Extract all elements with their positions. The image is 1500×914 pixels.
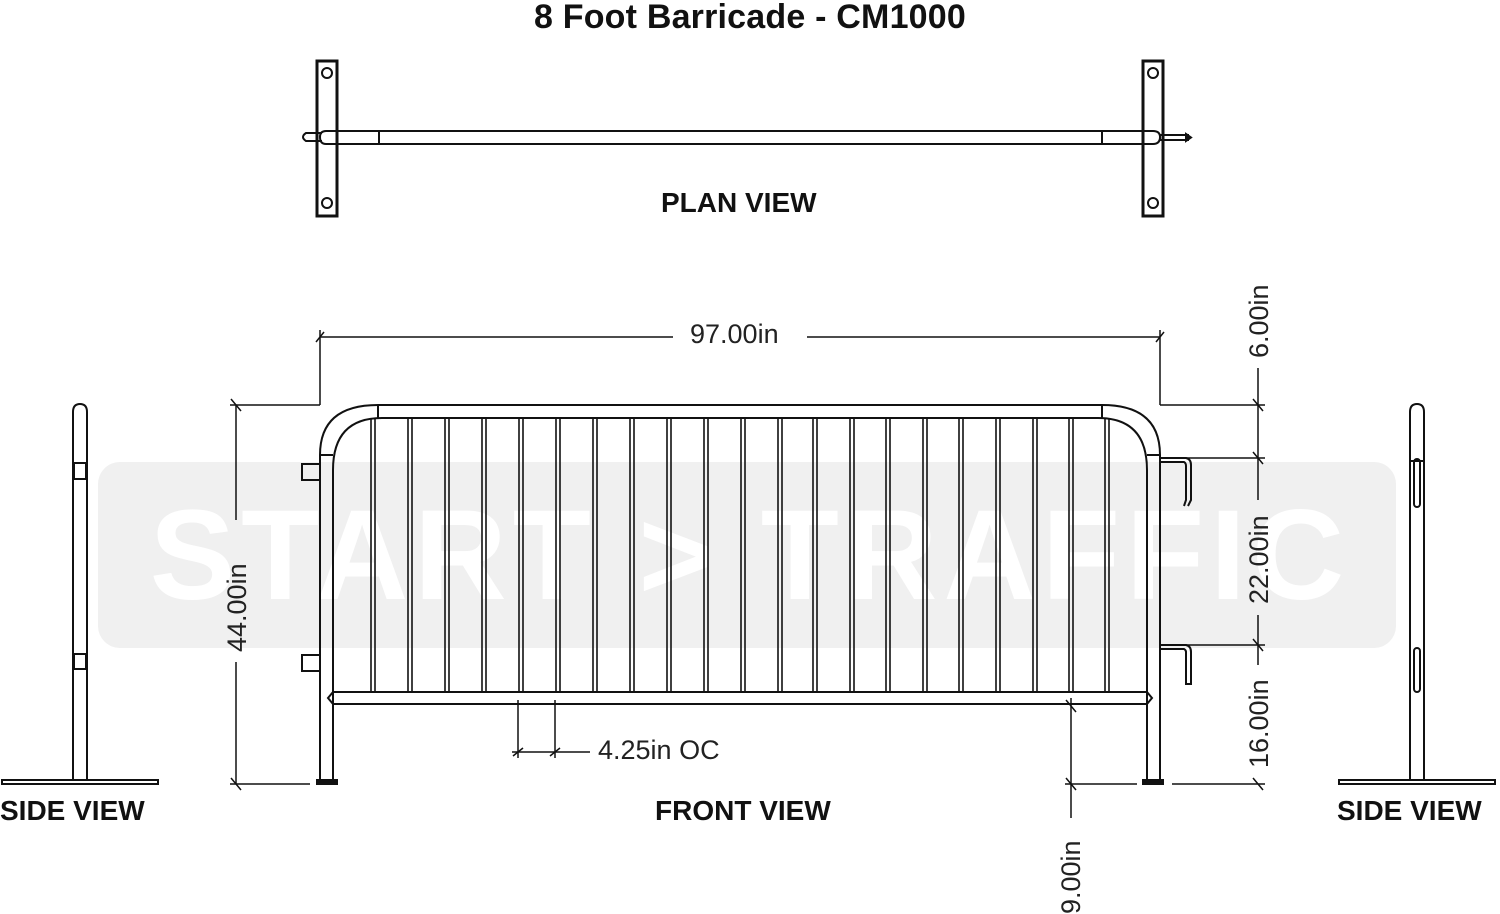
front-view-label: FRONT VIEW [655, 795, 831, 826]
plan-view-label: PLAN VIEW [661, 187, 817, 218]
bar-spacing-dimension: 4.25in OC [598, 735, 720, 765]
side-view-left-label: SIDE VIEW [0, 795, 145, 826]
rail-clearance-dimension: 9.00in [1056, 840, 1086, 914]
vertical-bars [370, 418, 1110, 692]
plan-view-drawing [302, 59, 1193, 218]
width-dimension: 97.00in [690, 319, 779, 349]
side-view-right-drawing [1338, 402, 1496, 785]
top-to-hook-dimension: 6.00in [1244, 284, 1274, 358]
side-view-right-label: SIDE VIEW [1337, 795, 1482, 826]
dimension-lines [230, 330, 1265, 818]
front-view-drawing [301, 404, 1192, 785]
watermark-text: START > TRAFFIC [149, 484, 1351, 627]
diagram-title: 8 Foot Barricade - CM1000 [533, 0, 967, 36]
height-dimension: 44.00in [222, 563, 252, 652]
side-view-left-drawing [1, 402, 159, 785]
hook-to-ground-dimension: 16.00in [1244, 679, 1274, 768]
hook-spacing-dimension: 22.00in [1244, 515, 1274, 604]
